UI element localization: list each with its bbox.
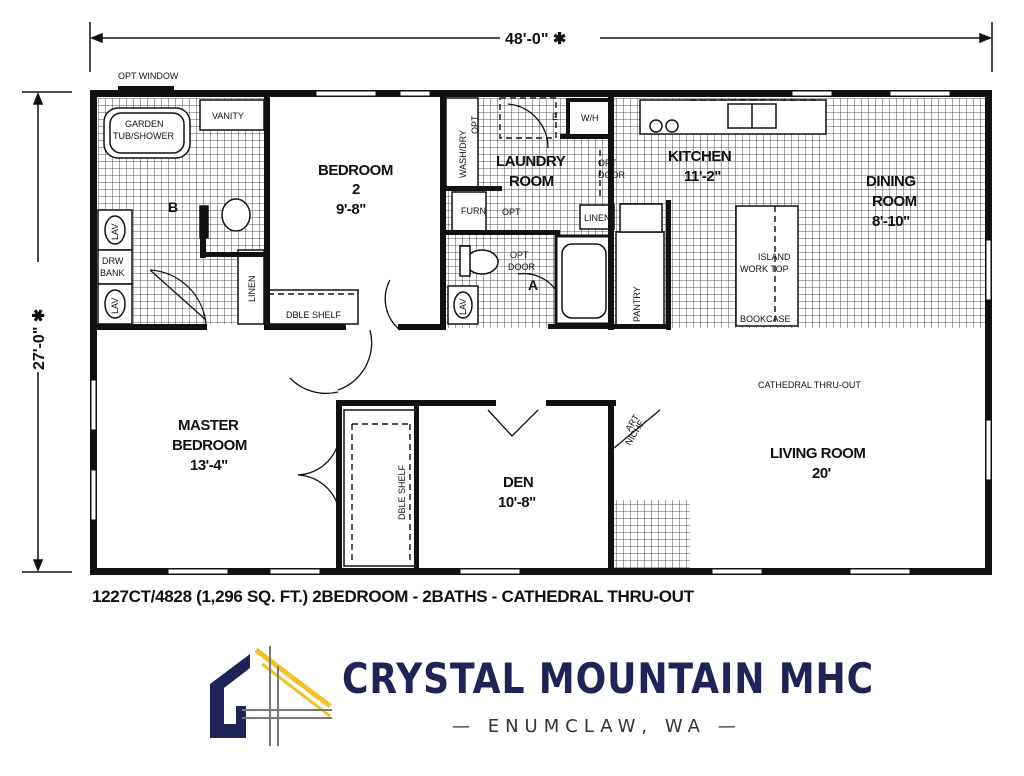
toilet-b bbox=[221, 198, 251, 232]
den-size: 10'-8" bbox=[498, 494, 536, 511]
bath-a-opt-label: OPT bbox=[510, 250, 529, 260]
island-label: ISLAND bbox=[758, 252, 791, 262]
bedroom2-label: BEDROOM bbox=[318, 162, 393, 179]
garden-tub bbox=[103, 107, 191, 159]
dble-shelf-master bbox=[343, 409, 417, 567]
bedroom2-label-2: 2 bbox=[352, 181, 360, 198]
master-label: MASTER bbox=[178, 417, 239, 434]
furnace bbox=[451, 191, 487, 233]
linen-laundry-label: LINEN bbox=[584, 213, 611, 223]
lav-a-label: LAV bbox=[458, 299, 468, 315]
dble-shelf-master-label: DBLE SHELF bbox=[397, 464, 407, 520]
kitchen-label: KITCHEN bbox=[668, 148, 731, 165]
wh-label: W/H bbox=[581, 113, 599, 123]
bookcase-label: BOOKCASE bbox=[740, 314, 791, 324]
wash-dry-label-2: OPT bbox=[470, 115, 480, 134]
garden-tub-label-2: TUB/SHOWER bbox=[113, 131, 175, 141]
dashed-outlines bbox=[268, 97, 820, 564]
plan-caption: 1227CT/4828 (1,296 SQ. FT.) 2BEDROOM - 2… bbox=[92, 587, 694, 606]
drw-label-2: BANK bbox=[100, 268, 125, 278]
toilet-a bbox=[465, 249, 499, 275]
bath-a-door-label: DOOR bbox=[508, 262, 536, 272]
furn-opt-label: OPT bbox=[502, 207, 521, 217]
dble-shelf-b2-label: DBLE SHELF bbox=[286, 310, 342, 320]
vanity-label: VANITY bbox=[212, 111, 244, 121]
brand-name: CRYSTAL MOUNTAIN MHC bbox=[342, 654, 875, 703]
living-room-label: LIVING ROOM bbox=[770, 445, 865, 462]
floor-plan: 48'-0" ✱ 27'-0" ✱ bbox=[22, 22, 993, 575]
kitchen-size: 11'-2" bbox=[684, 168, 721, 185]
dble-shelf-b2 bbox=[267, 289, 359, 325]
drawer-bank bbox=[97, 249, 133, 285]
brand-logo-icon bbox=[210, 646, 332, 746]
laundry-label: LAUNDRY bbox=[496, 153, 566, 170]
dining-label: DINING bbox=[866, 173, 916, 190]
bedroom2-size: 9'-8" bbox=[336, 201, 366, 218]
furn-label: FURN bbox=[461, 206, 486, 216]
lav-b-upper-label: LAV bbox=[110, 224, 120, 240]
height-dimension-label: 27'-0" ✱ bbox=[31, 309, 48, 370]
water-heater bbox=[566, 98, 614, 138]
living-room-size: 20' bbox=[812, 465, 831, 482]
width-dimension-label: 48'-0" ✱ bbox=[505, 31, 566, 48]
dining-label-2: ROOM bbox=[872, 193, 917, 210]
plan-labels: OPT WINDOW GARDEN TUB/SHOWER VANITY B LA… bbox=[100, 71, 917, 520]
cathedral-label: CATHEDRAL THRU-OUT bbox=[758, 380, 861, 390]
wash-dry-label: WASH/DRY bbox=[458, 130, 468, 178]
brand-location: — ENUMCLAW, WA — bbox=[452, 716, 742, 737]
bath-a-label: A bbox=[528, 277, 538, 293]
fixtures bbox=[97, 97, 827, 567]
den-label: DEN bbox=[503, 474, 533, 491]
bath-b-label: B bbox=[168, 199, 178, 215]
drw-label: DRW bbox=[102, 256, 124, 266]
width-dimension bbox=[89, 22, 993, 72]
laundry-door-label: DOOR bbox=[598, 170, 626, 180]
e-label: E bbox=[552, 112, 558, 122]
range bbox=[619, 203, 663, 233]
door-swings bbox=[149, 103, 661, 521]
garden-tub-label: GARDEN bbox=[125, 119, 164, 129]
island-label-2: WORK TOP bbox=[740, 264, 789, 274]
walls bbox=[90, 90, 992, 575]
bathtub-a bbox=[554, 234, 614, 326]
dining-size: 8'-10" bbox=[872, 213, 910, 230]
lav-b-lower-label: LAV bbox=[110, 298, 120, 314]
laundry-opt-label: OPT bbox=[598, 158, 617, 168]
laundry-label-2: ROOM bbox=[509, 173, 554, 190]
pantry-label: PANTRY bbox=[632, 286, 642, 322]
opt-window-label: OPT WINDOW bbox=[118, 71, 179, 81]
master-size: 13'-4" bbox=[190, 457, 228, 474]
master-label-2: BEDROOM bbox=[172, 437, 247, 454]
windows bbox=[90, 90, 992, 575]
linen-b-label: LINEN bbox=[247, 275, 257, 302]
island-work-top bbox=[735, 205, 799, 327]
opt-window-mark bbox=[118, 86, 174, 94]
height-dimension bbox=[22, 91, 72, 573]
